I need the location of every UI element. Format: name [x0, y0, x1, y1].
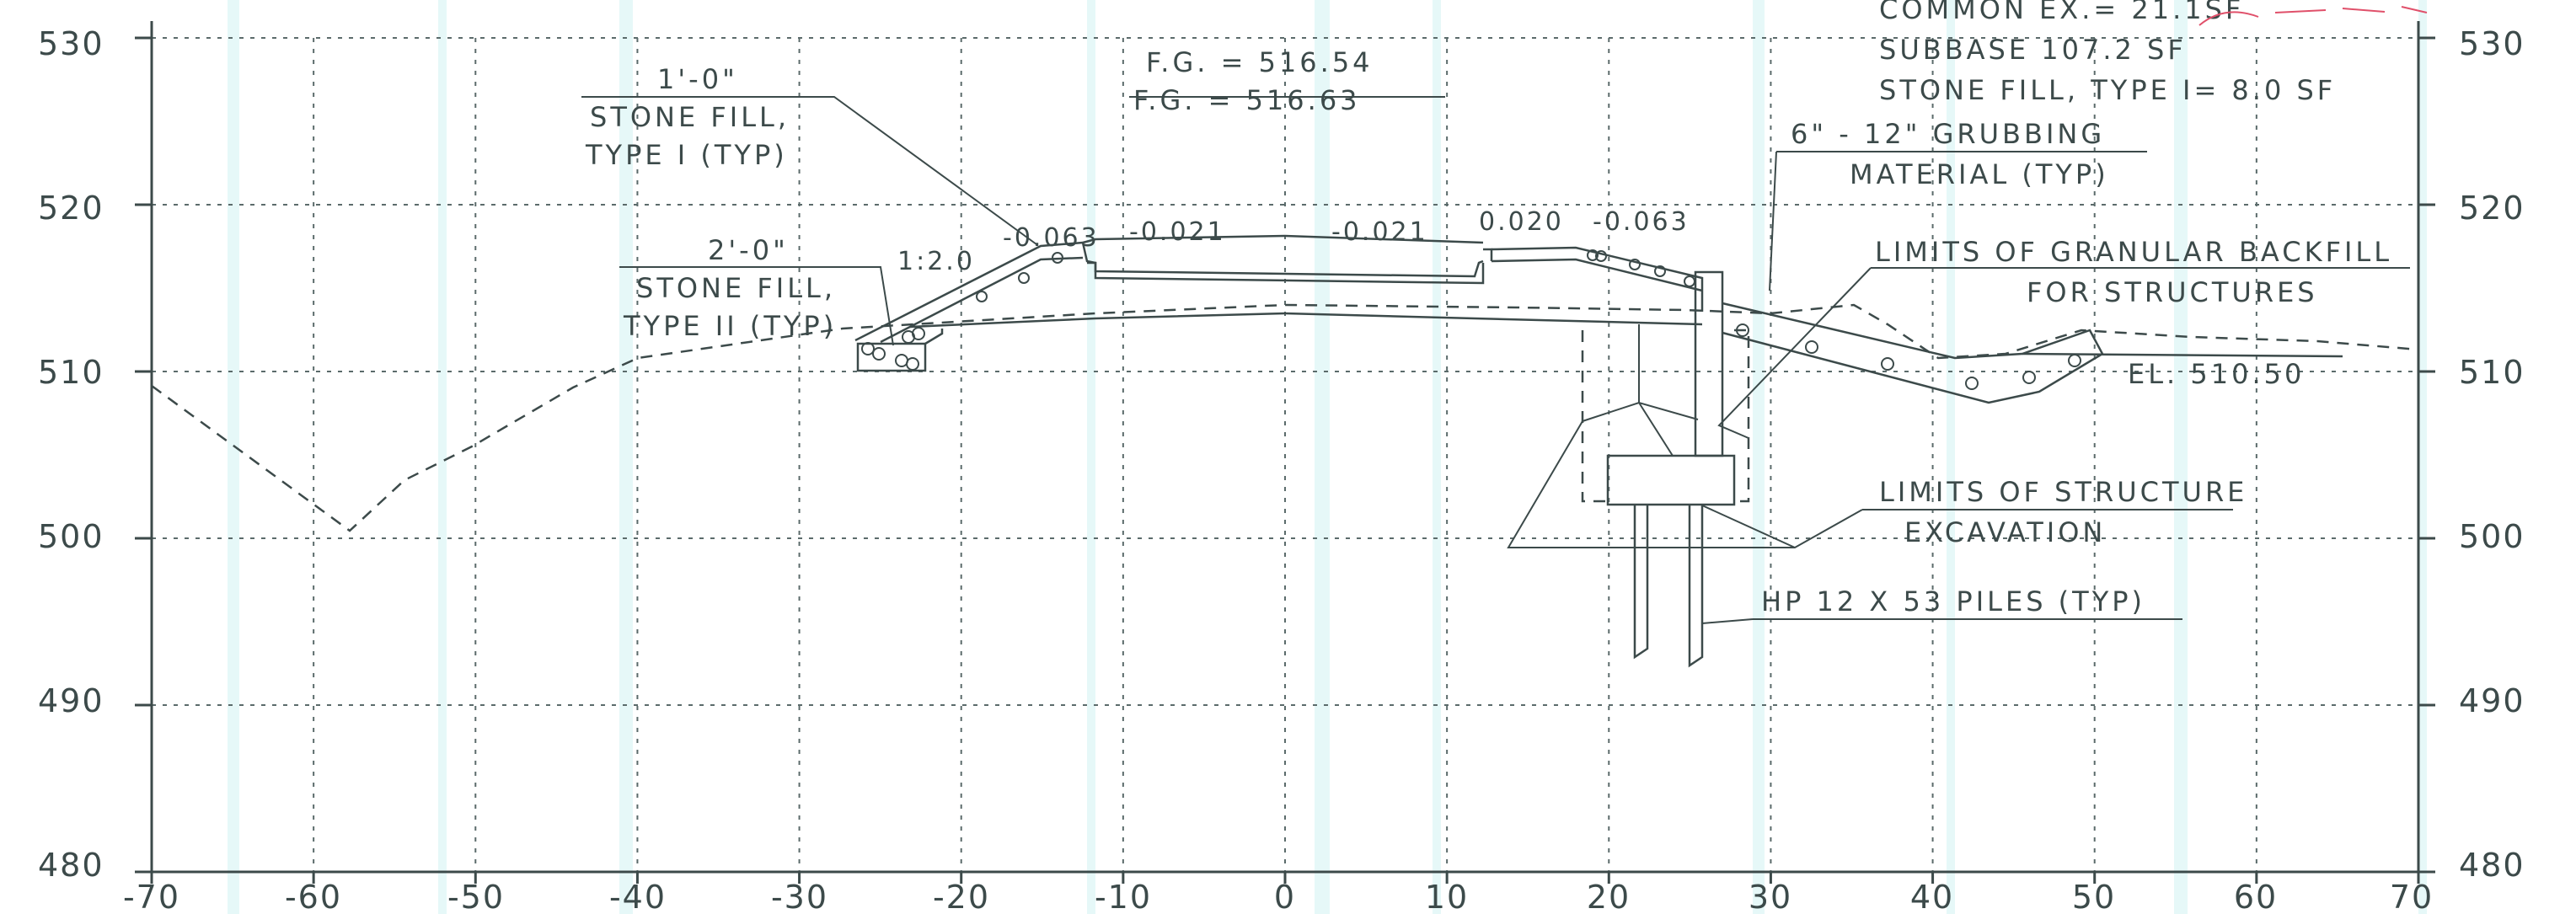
axis-ticks [135, 36, 2435, 884]
subgrade-line [909, 312, 1703, 329]
y-tick-label: 500 [2459, 518, 2525, 555]
slope-label: -0.021 [1129, 217, 1226, 247]
y-tick-label: 510 [2459, 354, 2525, 391]
note-stone-fill-type-2: 2'-0" STONE FILL, TYPE II (TYP) [623, 234, 837, 342]
x-tick-label: 0 [1274, 879, 1296, 914]
note-structure-excavation: LIMITS OF STRUCTURE EXCAVATION [1879, 476, 2247, 548]
slope-label: -0.063 [1003, 223, 1100, 253]
x-tick-label: 30 [1749, 879, 1792, 914]
finished-grade-old: F.G. = 516.63 [1133, 84, 1361, 116]
red-markup [2198, 6, 2428, 26]
slope-label: 0.020 [1479, 207, 1564, 237]
y-tick-label: 480 [38, 847, 104, 884]
x-tick-label: 40 [1910, 879, 1954, 914]
elevation-label: EL. 510.50 [2128, 358, 2305, 390]
y-tick-label: 500 [38, 518, 104, 555]
scan-strips [228, 0, 2427, 914]
note-line: LIMITS OF STRUCTURE [1879, 476, 2247, 508]
y-tick-label: 490 [38, 682, 104, 719]
note-stone-fill-type-1: 1'-0" STONE FILL, TYPE I (TYP) [585, 63, 790, 171]
note-line: FOR STRUCTURES [2027, 276, 2318, 308]
abutment [1606, 270, 1736, 668]
note-dimension: 1'-0" [657, 63, 738, 95]
y-tick-labels-left: 530 520 510 500 490 480 [38, 25, 104, 884]
left-embankment [854, 241, 1084, 372]
x-tick-label: -20 [933, 879, 990, 914]
note-line: STONE FILL, [636, 272, 836, 304]
x-tick-label: 10 [1425, 879, 1469, 914]
y-tick-label: 480 [2459, 847, 2525, 884]
excavation-limits [1581, 324, 1750, 503]
finished-grade-labels: F.G. = 516.54 F.G. = 516.63 [1133, 46, 1374, 116]
y-tick-label: 510 [38, 354, 104, 391]
note-line: STONE FILL, [590, 101, 790, 133]
y-tick-label: 520 [38, 190, 104, 227]
slope-label: -0.063 [1593, 207, 1690, 237]
note-dimension: 2'-0" [708, 234, 789, 266]
leader-lines [581, 96, 2410, 624]
stone-fill-rocks [861, 249, 2081, 390]
slope-label: -0.021 [1331, 217, 1428, 247]
x-tick-label: -50 [447, 879, 505, 914]
note-line: MATERIAL (TYP) [1850, 158, 2109, 190]
note-line: TYPE I (TYP) [585, 139, 788, 171]
stone-fill-quantity-label: STONE FILL, TYPE I= 8.0 SF [1879, 74, 2336, 106]
common-ex-label: COMMON EX.= 21.1SF [1879, 0, 2244, 25]
y-tick-label: 490 [2459, 682, 2525, 719]
y-tick-labels-right: 530 520 510 500 490 480 [2459, 25, 2525, 884]
y-tick-label: 530 [38, 25, 104, 62]
finished-grade-new: F.G. = 516.54 [1146, 46, 1374, 78]
note-grubbing: 6" - 12" GRUBBING MATERIAL (TYP) [1791, 118, 2109, 190]
x-tick-label: 60 [2234, 879, 2278, 914]
x-tick-label: -30 [771, 879, 828, 914]
x-tick-label: 50 [2072, 879, 2116, 914]
x-tick-label: -10 [1095, 879, 1152, 914]
slope-labels: 1:2.0 -0.063 -0.021 -0.021 0.020 -0.063 [897, 207, 1690, 276]
existing-ground-line [151, 303, 2419, 532]
slope-ratio-label: 1:2.0 [897, 247, 975, 276]
pavement-section [1081, 234, 1704, 312]
y-tick-label: 530 [2459, 25, 2525, 62]
note-line: EXCAVATION [1904, 516, 2106, 548]
note-line: LIMITS OF GRANULAR BACKFILL [1875, 236, 2392, 268]
x-tick-labels: -70 -60 -50 -40 -30 -20 -10 0 10 20 30 4… [123, 879, 2434, 914]
note-granular-backfill: LIMITS OF GRANULAR BACKFILL FOR STRUCTUR… [1875, 236, 2392, 308]
x-tick-label: 70 [2390, 879, 2434, 914]
note-line: TYPE II (TYP) [623, 310, 837, 342]
x-tick-label: -40 [609, 879, 667, 914]
piles-label: HP 12 X 53 PILES (TYP) [1761, 585, 2145, 617]
x-tick-label: 20 [1587, 879, 1631, 914]
x-tick-label: -60 [285, 879, 342, 914]
subbase-label: SUBBASE 107.2 SF [1879, 34, 2187, 66]
x-tick-label: -70 [123, 879, 180, 914]
y-tick-label: 520 [2459, 190, 2525, 227]
note-line: 6" - 12" GRUBBING [1791, 118, 2105, 150]
quantities-block: COMMON EX.= 21.1SF SUBBASE 107.2 SF STON… [1879, 0, 2336, 106]
